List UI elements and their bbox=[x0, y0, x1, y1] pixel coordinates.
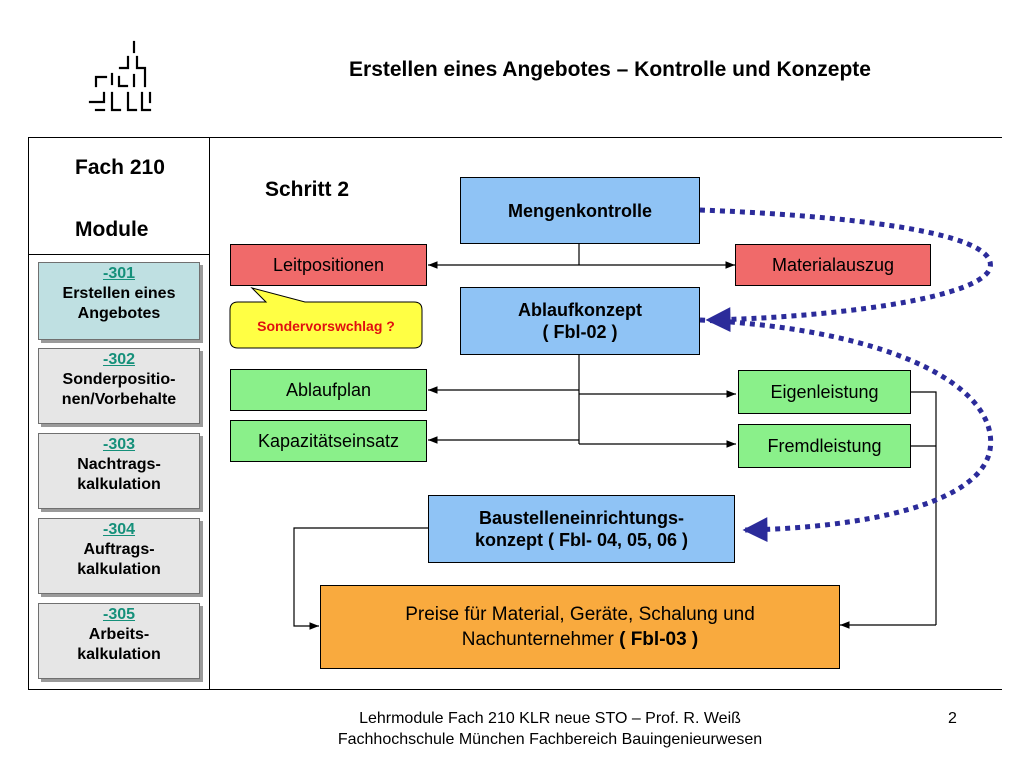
module-label-line1: Erstellen eines bbox=[62, 285, 176, 302]
ablaufplan-label: Ablaufplan bbox=[285, 380, 372, 400]
preise-form: ( Fbl-03 ) bbox=[619, 629, 699, 650]
dotted-arrow-to-baustelle bbox=[699, 317, 994, 543]
mengenkontrolle-box: Mengenkontrolle bbox=[460, 177, 700, 244]
connector-eigen-right bbox=[911, 391, 937, 625]
footer-divider bbox=[28, 689, 1002, 690]
module-label-line1: Nachtrags- bbox=[77, 456, 161, 473]
mengenkontrolle-label: Mengenkontrolle bbox=[507, 200, 652, 221]
module-label-line2: Angebotes bbox=[77, 305, 161, 322]
baustelleneinrichtung-forms: konzept ( Fbl- 04, 05, 06 ) bbox=[474, 530, 689, 550]
baustelleneinrichtung-box: Baustelleneinrichtungs- konzept ( Fbl- 0… bbox=[428, 495, 735, 563]
module-label-line2: kalkulation bbox=[77, 561, 161, 578]
preise-label-line2: Nachunternehmer ( Fbl-03 ) bbox=[462, 627, 699, 652]
arrow-to-preise-left bbox=[293, 527, 428, 630]
fremdleistung-label: Fremdleistung bbox=[767, 436, 882, 456]
ablaufplan-box: Ablaufplan bbox=[230, 369, 427, 411]
sidebar-heading-subject: Fach 210 bbox=[75, 156, 165, 179]
module-label-line1: Arbeits- bbox=[88, 626, 150, 643]
module-label-line1: Auftrags- bbox=[83, 541, 155, 558]
kapazitaetseinsatz-box: Kapazitätseinsatz bbox=[230, 420, 427, 462]
module-code[interactable]: -305 bbox=[102, 606, 136, 623]
ablaufkonzept-label: Ablaufkonzept bbox=[518, 300, 642, 320]
eigenleistung-label: Eigenleistung bbox=[770, 382, 879, 402]
sondervorschlag-callout: Sondervorswchlag ? bbox=[257, 318, 395, 334]
sidebar-left-border bbox=[28, 137, 29, 690]
footer-line1: Lehrmodule Fach 210 KLR neue STO – Prof.… bbox=[359, 710, 741, 727]
module-label-line1: Sonderpositio- bbox=[62, 371, 176, 388]
module-code[interactable]: -301 bbox=[102, 265, 136, 282]
module-304[interactable]: -304 Auftrags- kalkulation bbox=[38, 518, 200, 594]
university-logo bbox=[88, 40, 152, 112]
kapazitaetseinsatz-label: Kapazitätseinsatz bbox=[257, 431, 400, 451]
module-label-line2: kalkulation bbox=[77, 646, 161, 663]
eigenleistung-box: Eigenleistung bbox=[738, 370, 911, 414]
materialauszug-box: Materialauszug bbox=[735, 244, 931, 286]
module-301[interactable]: -301 Erstellen eines Angebotes bbox=[38, 262, 200, 340]
materialauszug-label: Materialauszug bbox=[771, 255, 895, 275]
dotted-arrow-to-ablaufkonzept bbox=[699, 207, 993, 333]
sidebar-right-border bbox=[209, 137, 210, 690]
page-title: Erstellen eines Angebotes – Kontrolle un… bbox=[349, 58, 871, 81]
module-303[interactable]: -303 Nachtrags- kalkulation bbox=[38, 433, 200, 509]
module-label-line2: nen/Vorbehalte bbox=[61, 391, 177, 408]
ablaufkonzept-box: Ablaufkonzept ( Fbl-02 ) bbox=[460, 287, 700, 355]
footer-line2: Fachhochschule München Fachbereich Bauin… bbox=[337, 731, 763, 748]
preise-label-line2-text: Nachunternehmer bbox=[461, 629, 620, 650]
footer-text: Lehrmodule Fach 210 KLR neue STO – Prof.… bbox=[230, 708, 870, 750]
callout-bubble bbox=[229, 287, 423, 349]
step-label: Schritt 2 bbox=[265, 178, 350, 201]
preise-label-line1: Preise für Material, Geräte, Schalung un… bbox=[405, 604, 755, 625]
ablaufkonzept-form: ( Fbl-02 ) bbox=[542, 322, 618, 342]
leitpositionen-box: Leitpositionen bbox=[230, 244, 427, 286]
sidebar-heading-modules: Module bbox=[75, 218, 149, 241]
module-code[interactable]: -302 bbox=[102, 351, 136, 368]
page-number: 2 bbox=[948, 710, 957, 727]
module-code[interactable]: -304 bbox=[102, 521, 136, 538]
module-code[interactable]: -303 bbox=[102, 436, 136, 453]
baustelleneinrichtung-label: Baustelleneinrichtungs- bbox=[478, 508, 685, 528]
module-label-line2: kalkulation bbox=[77, 476, 161, 493]
header-divider bbox=[28, 137, 1002, 138]
preise-box: Preise für Material, Geräte, Schalung un… bbox=[320, 585, 840, 669]
sidebar-head-divider bbox=[28, 254, 210, 255]
leitpositionen-label: Leitpositionen bbox=[272, 255, 385, 275]
fremdleistung-box: Fremdleistung bbox=[738, 424, 911, 468]
module-302[interactable]: -302 Sonderpositio- nen/Vorbehalte bbox=[38, 348, 200, 424]
module-305[interactable]: -305 Arbeits- kalkulation bbox=[38, 603, 200, 679]
